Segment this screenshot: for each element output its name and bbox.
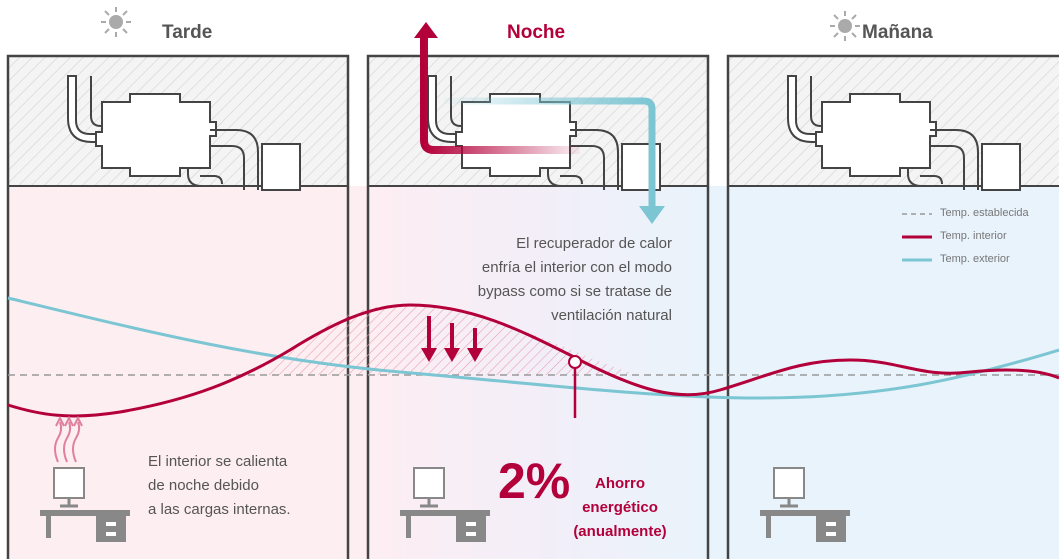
exhaust-air-path <box>420 30 580 154</box>
savings-label-line: energético <box>582 499 658 516</box>
bypass-note: El recuperador de calor enfría el interi… <box>395 232 672 328</box>
savings-label: Ahorro energético (anualmente) <box>560 472 680 544</box>
period-label-evening: Tarde <box>162 22 213 43</box>
legend-lines <box>902 213 932 262</box>
bypass-note-line: ventilación natural <box>551 307 672 324</box>
bypass-note-line: El recuperador de calor <box>516 235 672 252</box>
bypass-note-line: bypass como si se tratase de <box>477 283 672 300</box>
indoor-temperature-curve <box>7 303 1059 418</box>
legend-indoor-temp: Temp. interior <box>940 230 1007 242</box>
heat-rising-icon <box>54 415 83 463</box>
internal-load-note: El interior se calienta de noche debido … <box>148 450 348 522</box>
supply-air-path <box>444 97 656 208</box>
bypass-airflow <box>414 22 665 224</box>
room-walls <box>6 54 1059 559</box>
internal-load-note-line: El interior se calienta <box>148 453 288 470</box>
sun-icon <box>829 10 861 42</box>
internal-load-note-line: de noche debido <box>148 477 259 494</box>
savings-value: 2% <box>498 453 571 509</box>
savings-label-line: (anualmente) <box>573 523 667 540</box>
legend-set-temp: Temp. establecida <box>940 207 1029 219</box>
cooling-arrows <box>421 316 483 362</box>
exhaust-arrow-head <box>414 22 438 38</box>
period-label-morning: Mañana <box>862 22 933 43</box>
supply-arrow-head <box>639 206 665 224</box>
legend-outdoor-temp: Temp. exterior <box>940 253 1010 265</box>
bypass-note-line: enfría el interior con el modo <box>481 259 672 276</box>
sun-icon <box>100 6 132 38</box>
period-label-night: Noche <box>507 22 566 43</box>
savings-marker <box>568 355 582 418</box>
internal-load-note-line: a las cargas internas. <box>148 501 291 518</box>
savings-label-line: Ahorro <box>595 475 645 492</box>
moon-icon <box>485 10 508 37</box>
